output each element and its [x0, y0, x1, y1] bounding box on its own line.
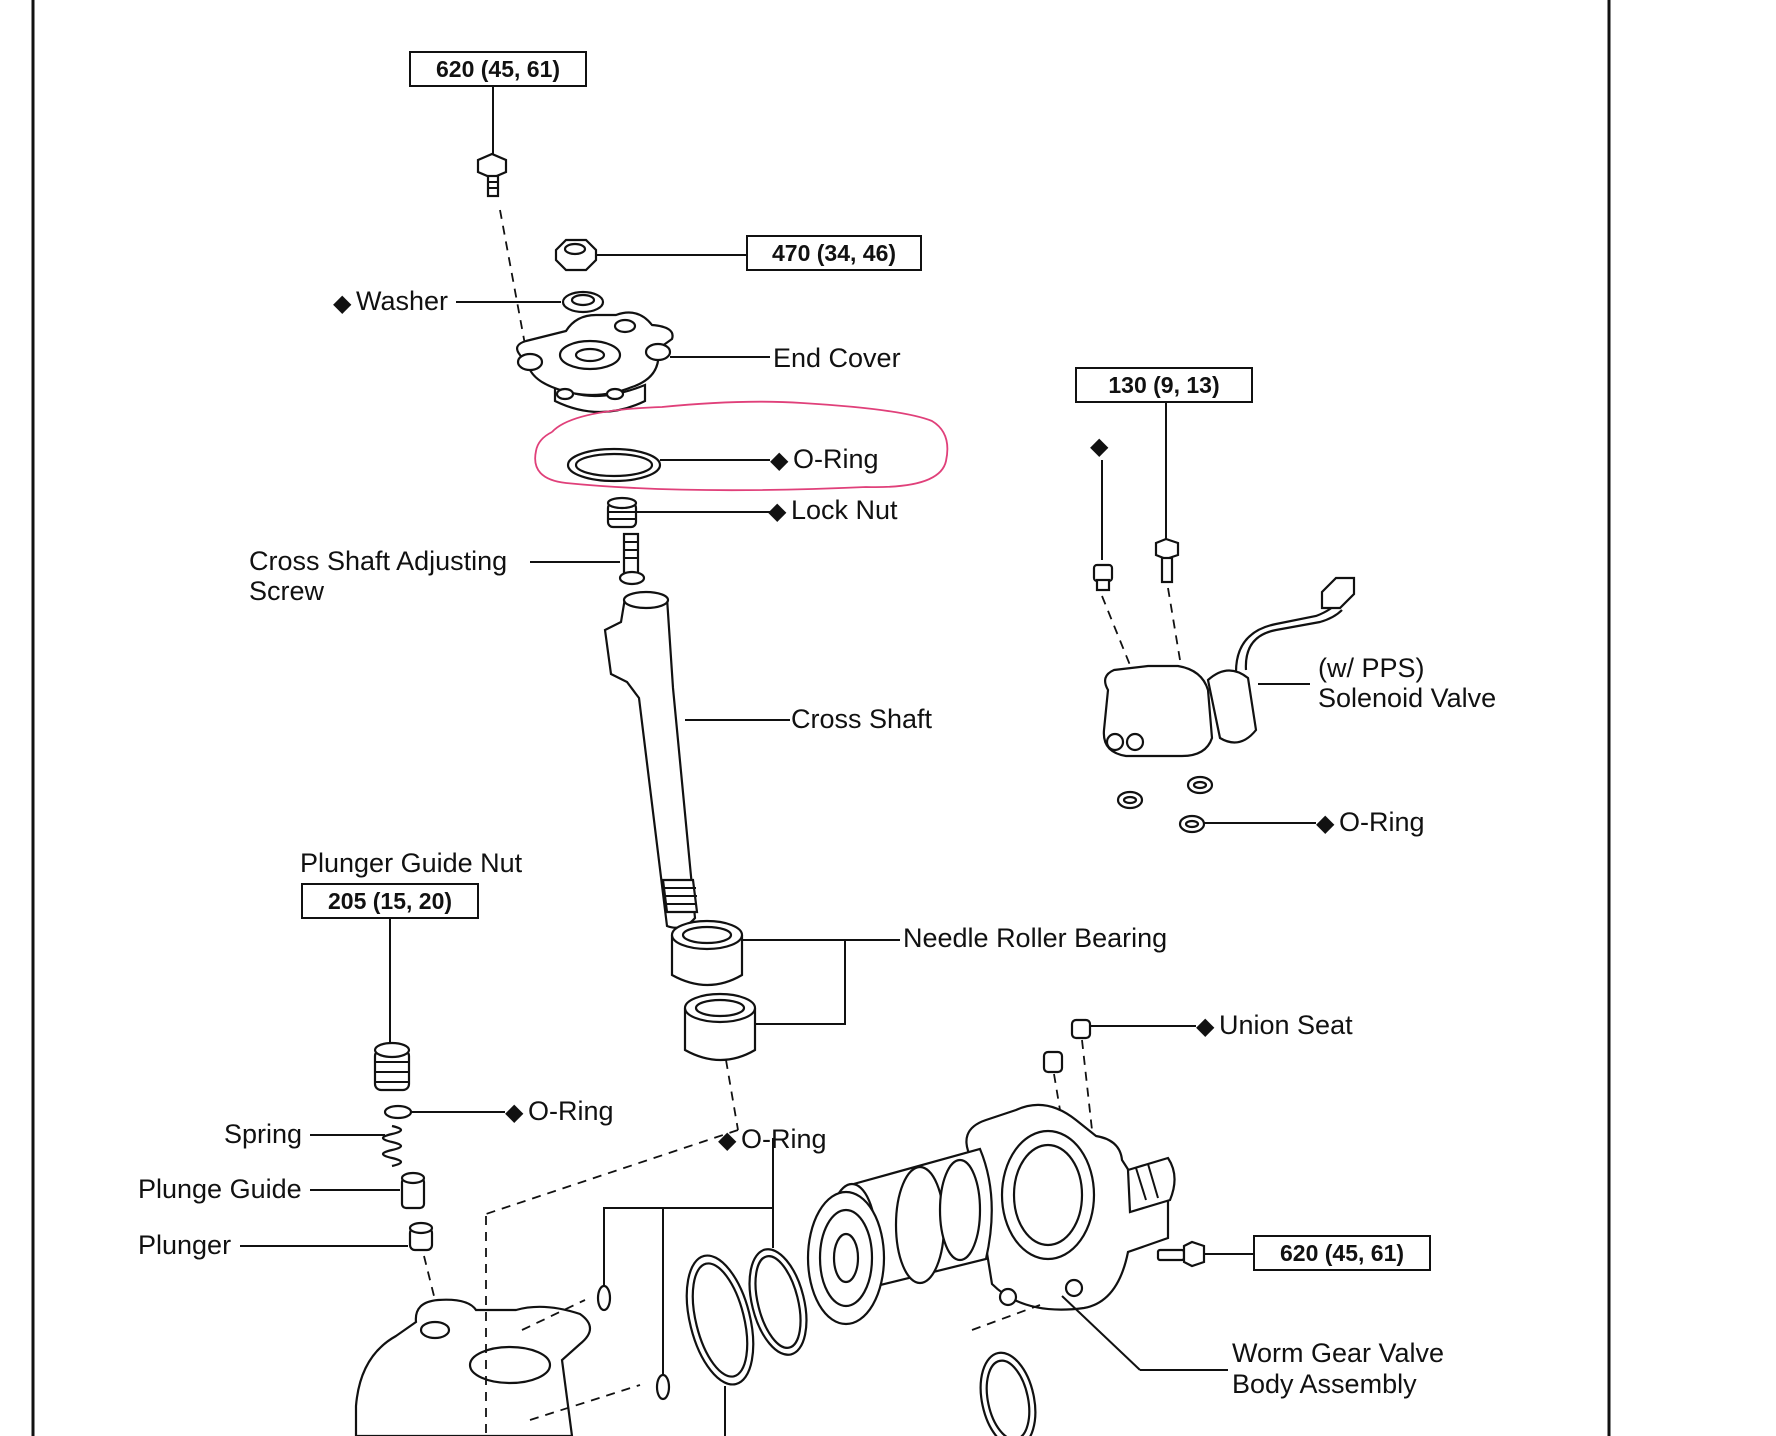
valve-body-bolt [1156, 1240, 1254, 1268]
torque-box-end-cover-nut: 470 (34, 46) [746, 235, 922, 271]
lock-nut-label: Lock Nut [791, 495, 898, 525]
o-ring-housing-label: O-Ring [741, 1124, 827, 1154]
union-seat-label: Union Seat [1219, 1010, 1353, 1040]
o-ring-housing-large-2 [748, 1248, 808, 1356]
spring [310, 1124, 403, 1168]
pps-label-2: Solenoid Valve [1318, 683, 1496, 713]
torque-box-plunger-guide-nut: 205 (15, 20) [301, 883, 479, 1046]
svg-text:130 (9, 13): 130 (9, 13) [1108, 372, 1219, 398]
plunger-label: Plunger [138, 1230, 231, 1260]
solenoid-union-bolt [1092, 563, 1114, 592]
svg-text:620 (45, 61): 620 (45, 61) [436, 56, 560, 82]
solenoid-valve [1102, 576, 1356, 758]
highlight-outline [534, 400, 949, 492]
end-cover-nut [554, 238, 747, 272]
pps-label-1: (w/ PPS) [1318, 653, 1425, 683]
spring-label: Spring [224, 1119, 302, 1149]
cross-shaft-adjusting-screw [530, 532, 646, 586]
plunge-guide-label: Plunge Guide [138, 1174, 302, 1204]
new-part-marker: ◆ [768, 498, 787, 525]
gear-housing [354, 1298, 641, 1436]
cross-shaft [603, 590, 790, 929]
svg-text:620 (45, 61): 620 (45, 61) [1280, 1240, 1404, 1266]
o-ring-housing-small-1 [596, 1284, 612, 1312]
o-ring-highlighted-label: O-Ring [793, 444, 879, 474]
o-ring-plunger-label: O-Ring [528, 1096, 614, 1126]
washer [456, 290, 605, 314]
o-ring-solenoid-label: O-Ring [1339, 807, 1425, 837]
needle-roller-bearing-upper [670, 919, 744, 986]
cross-shaft-adjusting-screw-label-1: Cross Shaft Adjusting [249, 546, 507, 576]
plunge-guide [310, 1171, 426, 1210]
needle-roller-bearing-lower [683, 992, 757, 1061]
o-ring-valve-body-lower [971, 1304, 1041, 1436]
plunger [240, 1221, 434, 1252]
new-part-marker: ◆ [333, 290, 352, 317]
solenoid-o-rings [1116, 775, 1316, 834]
torque-box-valve-body-bolt: 620 (45, 61) [1253, 1235, 1431, 1271]
new-part-marker: ◆ [1090, 433, 1109, 460]
solenoid-bolt [1154, 537, 1180, 584]
cross-shaft-adjusting-screw-label-2: Screw [249, 576, 325, 606]
worm-gear-valve-body [806, 1103, 1228, 1371]
washer-label: Washer [356, 286, 448, 316]
lock-nut [606, 496, 770, 529]
plunger-guide-nut [373, 1041, 411, 1092]
torque-box-solenoid-bolt: 130 (9, 13) [1075, 367, 1253, 540]
new-part-marker: ◆ [1316, 810, 1335, 837]
plunger-guide-nut-label: Plunger Guide Nut [300, 848, 523, 878]
worm-gear-label-1: Worm Gear Valve [1232, 1338, 1444, 1368]
o-ring-housing-small-2 [655, 1373, 671, 1401]
svg-text:470 (34, 46): 470 (34, 46) [772, 240, 896, 266]
o-ring-plunger [383, 1104, 505, 1120]
o-ring-end-cover [566, 447, 770, 483]
svg-text:205 (15, 20): 205 (15, 20) [328, 888, 452, 914]
new-part-marker: ◆ [718, 1127, 737, 1154]
cross-shaft-label: Cross Shaft [791, 704, 933, 734]
torque-box-end-cover-bolt: 620 (45, 61) [409, 51, 587, 158]
end-cover [516, 311, 770, 414]
new-part-marker: ◆ [770, 447, 789, 474]
end-cover-bolt [476, 152, 508, 198]
new-part-marker: ◆ [505, 1099, 524, 1126]
needle-roller-bearing-label: Needle Roller Bearing [903, 923, 1167, 953]
o-ring-housing-large-1 [685, 1254, 755, 1386]
union-seats [1042, 1018, 1196, 1131]
end-cover-label: End Cover [773, 343, 901, 373]
worm-gear-label-2: Body Assembly [1232, 1369, 1417, 1399]
new-part-marker: ◆ [1196, 1013, 1215, 1040]
